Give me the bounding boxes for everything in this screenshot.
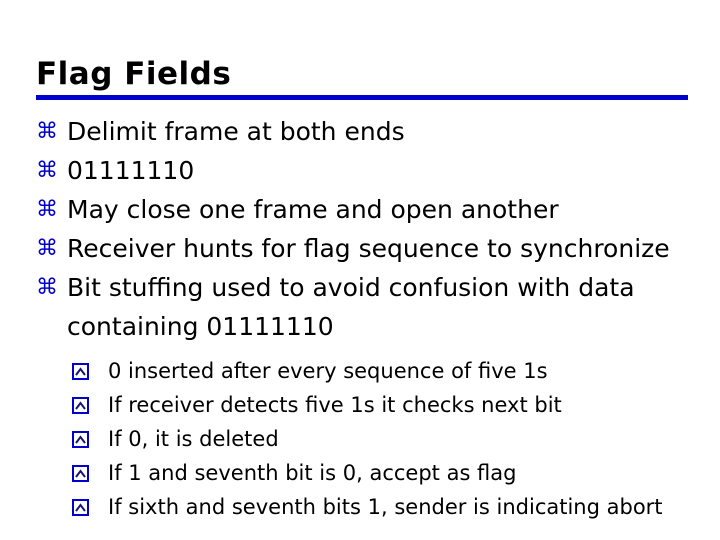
title-underline-rule (36, 95, 688, 100)
list-item: If sixth and seventh bits 1, sender is i… (72, 490, 696, 524)
boxed-caret-bullet-icon (72, 422, 100, 456)
command-glyph-bullet-icon: ⌘ (36, 197, 58, 222)
subbullet-text: 0 inserted after every sequence of five … (108, 359, 548, 383)
list-item: ⌘ May close one frame and open another (36, 190, 696, 229)
bullet-list-level2: 0 inserted after every sequence of five … (36, 346, 696, 524)
boxed-caret-bullet-icon (72, 456, 100, 490)
subbullet-text: If sixth and seventh bits 1, sender is i… (108, 495, 663, 519)
command-glyph-bullet-icon: ⌘ (36, 275, 58, 300)
list-item: 0 inserted after every sequence of five … (72, 354, 696, 388)
list-item: If 1 and seventh bit is 0, accept as fla… (72, 456, 696, 490)
list-item: ⌘ Receiver hunts for flag sequence to sy… (36, 229, 696, 268)
command-glyph-bullet-icon: ⌘ (36, 158, 58, 183)
title-block: Flag Fields (36, 56, 688, 100)
command-glyph-bullet-icon: ⌘ (36, 236, 58, 261)
bullet-text: Bit stuffing used to avoid confusion wit… (67, 273, 635, 341)
bullet-list-level1: ⌘ Delimit frame at both ends ⌘ 01111110 … (36, 112, 696, 346)
list-item: ⌘ Delimit frame at both ends (36, 112, 696, 151)
bullet-text: May close one frame and open another (67, 195, 559, 224)
bullet-text: Receiver hunts for flag sequence to sync… (67, 234, 670, 263)
boxed-caret-bullet-icon (72, 490, 100, 524)
subbullet-text: If receiver detects five 1s it checks ne… (108, 393, 562, 417)
subbullet-text: If 1 and seventh bit is 0, accept as fla… (108, 461, 517, 485)
list-item: ⌘ 01111110 (36, 151, 696, 190)
slide-body: ⌘ Delimit frame at both ends ⌘ 01111110 … (36, 112, 696, 524)
bullet-text: Delimit frame at both ends (67, 117, 405, 146)
subbullet-text: If 0, it is deleted (108, 427, 279, 451)
list-item: If receiver detects five 1s it checks ne… (72, 388, 696, 422)
bullet-text: 01111110 (67, 156, 195, 185)
page-title: Flag Fields (36, 56, 232, 92)
list-item: ⌘ Bit stuffing used to avoid confusion w… (36, 268, 696, 346)
list-item: If 0, it is deleted (72, 422, 696, 456)
boxed-caret-bullet-icon (72, 354, 100, 388)
boxed-caret-bullet-icon (72, 388, 100, 422)
command-glyph-bullet-icon: ⌘ (36, 119, 58, 144)
